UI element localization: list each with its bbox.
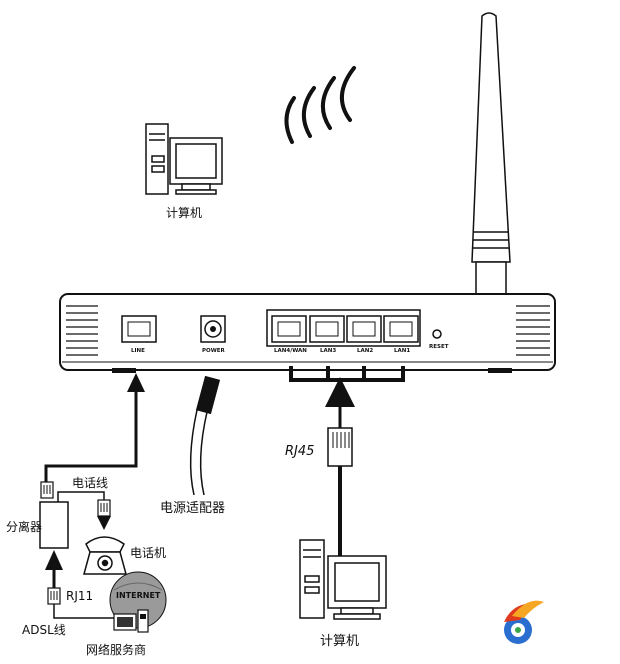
isp-icon: INTERNET <box>109 571 167 633</box>
splitter-top-plug-icon <box>40 481 54 499</box>
telephone-label: 电话机 <box>130 546 166 560</box>
power-port: POWER <box>200 315 226 354</box>
phone-line-connection <box>57 491 105 502</box>
telephone-icon <box>83 536 127 575</box>
rj45-label: RJ45 <box>285 444 314 459</box>
phone-line-label: 电话线 <box>72 476 108 490</box>
lan3-port-label: LAN3 <box>320 348 336 354</box>
corner-logo-icon <box>504 600 544 644</box>
lan4wan-port-label: LAN4/WAN <box>274 348 307 354</box>
lan2-port-label: LAN2 <box>357 348 373 354</box>
lan4wan-port: LAN4/WAN <box>271 315 307 354</box>
router: LINE POWER LAN4/WAN LAN3 LAN2 <box>59 293 556 373</box>
reset-button: RESET <box>429 329 449 350</box>
splitter-icon <box>39 501 69 549</box>
line-port: LINE <box>121 315 157 354</box>
power-adapter-label: 电源适配器 <box>160 501 225 516</box>
bottom-computer-icon <box>299 539 387 620</box>
lan2-port: LAN2 <box>346 315 382 354</box>
power-port-label: POWER <box>202 348 226 354</box>
power-adapter-cable <box>189 375 221 496</box>
isp-label: 网络服务商 <box>86 642 146 657</box>
rj11-label: RJ11 <box>66 589 93 603</box>
splitter-label: 分离器 <box>6 519 42 534</box>
rj45-plug-icon <box>327 427 353 467</box>
wireless-signal-icon <box>284 66 356 144</box>
line-port-label: LINE <box>131 348 145 354</box>
adsl-cable <box>53 604 116 619</box>
lan1-port: LAN1 <box>383 315 419 354</box>
lan1-port-label: LAN1 <box>394 348 410 354</box>
lan3-port: LAN3 <box>309 315 345 354</box>
adsl-line-label: ADSL线 <box>22 623 66 637</box>
adsl-line-connection <box>44 385 138 482</box>
phone-plug-icon <box>97 499 111 517</box>
internet-label: INTERNET <box>116 591 161 600</box>
antenna <box>471 12 511 295</box>
rj11-plug-icon <box>47 587 61 605</box>
top-computer-label: 计算机 <box>166 205 202 220</box>
top-computer-icon <box>145 123 223 195</box>
bottom-computer-label: 计算机 <box>320 634 359 649</box>
reset-label: RESET <box>429 344 449 350</box>
